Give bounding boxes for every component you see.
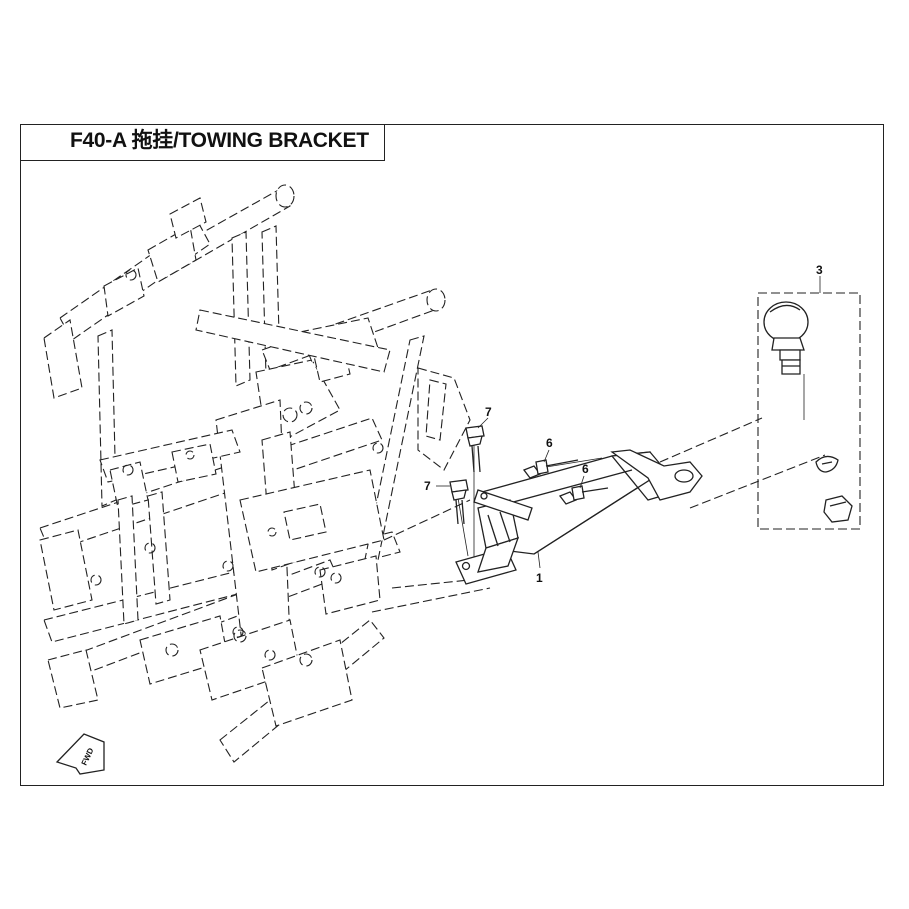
callout-label-1: 1 [536, 571, 543, 585]
bolt-part-6-lower [558, 485, 609, 505]
callout-7-upper: 7 [477, 405, 492, 429]
callout-6-lower: 6 [579, 462, 589, 489]
callout-6-upper: 6 [543, 436, 553, 463]
vehicle-frame-phantom [39, 184, 471, 763]
callout-3: 3 [816, 263, 823, 293]
forward-direction-arrow-icon: FWD [55, 733, 105, 775]
bolt-part-7-right [465, 425, 485, 473]
callout-label-6b: 6 [582, 462, 589, 476]
towing-bracket-part-1 [455, 449, 703, 585]
hitch-ball-kit-part-3 [757, 292, 861, 530]
callout-1: 1 [536, 551, 543, 585]
callout-label-7b: 7 [424, 479, 431, 493]
callout-label-3: 3 [816, 263, 823, 277]
bolt-part-6-upper [522, 459, 579, 479]
callout-label-7a: 7 [485, 405, 492, 419]
page-title: F40-A 拖挂/TOWING BRACKET [70, 129, 369, 152]
title-box [20, 124, 385, 161]
callout-7-lower: 7 [424, 479, 450, 493]
diagram-frame [20, 124, 884, 786]
callout-label-6a: 6 [546, 436, 553, 450]
bolt-part-7-left [449, 479, 469, 525]
